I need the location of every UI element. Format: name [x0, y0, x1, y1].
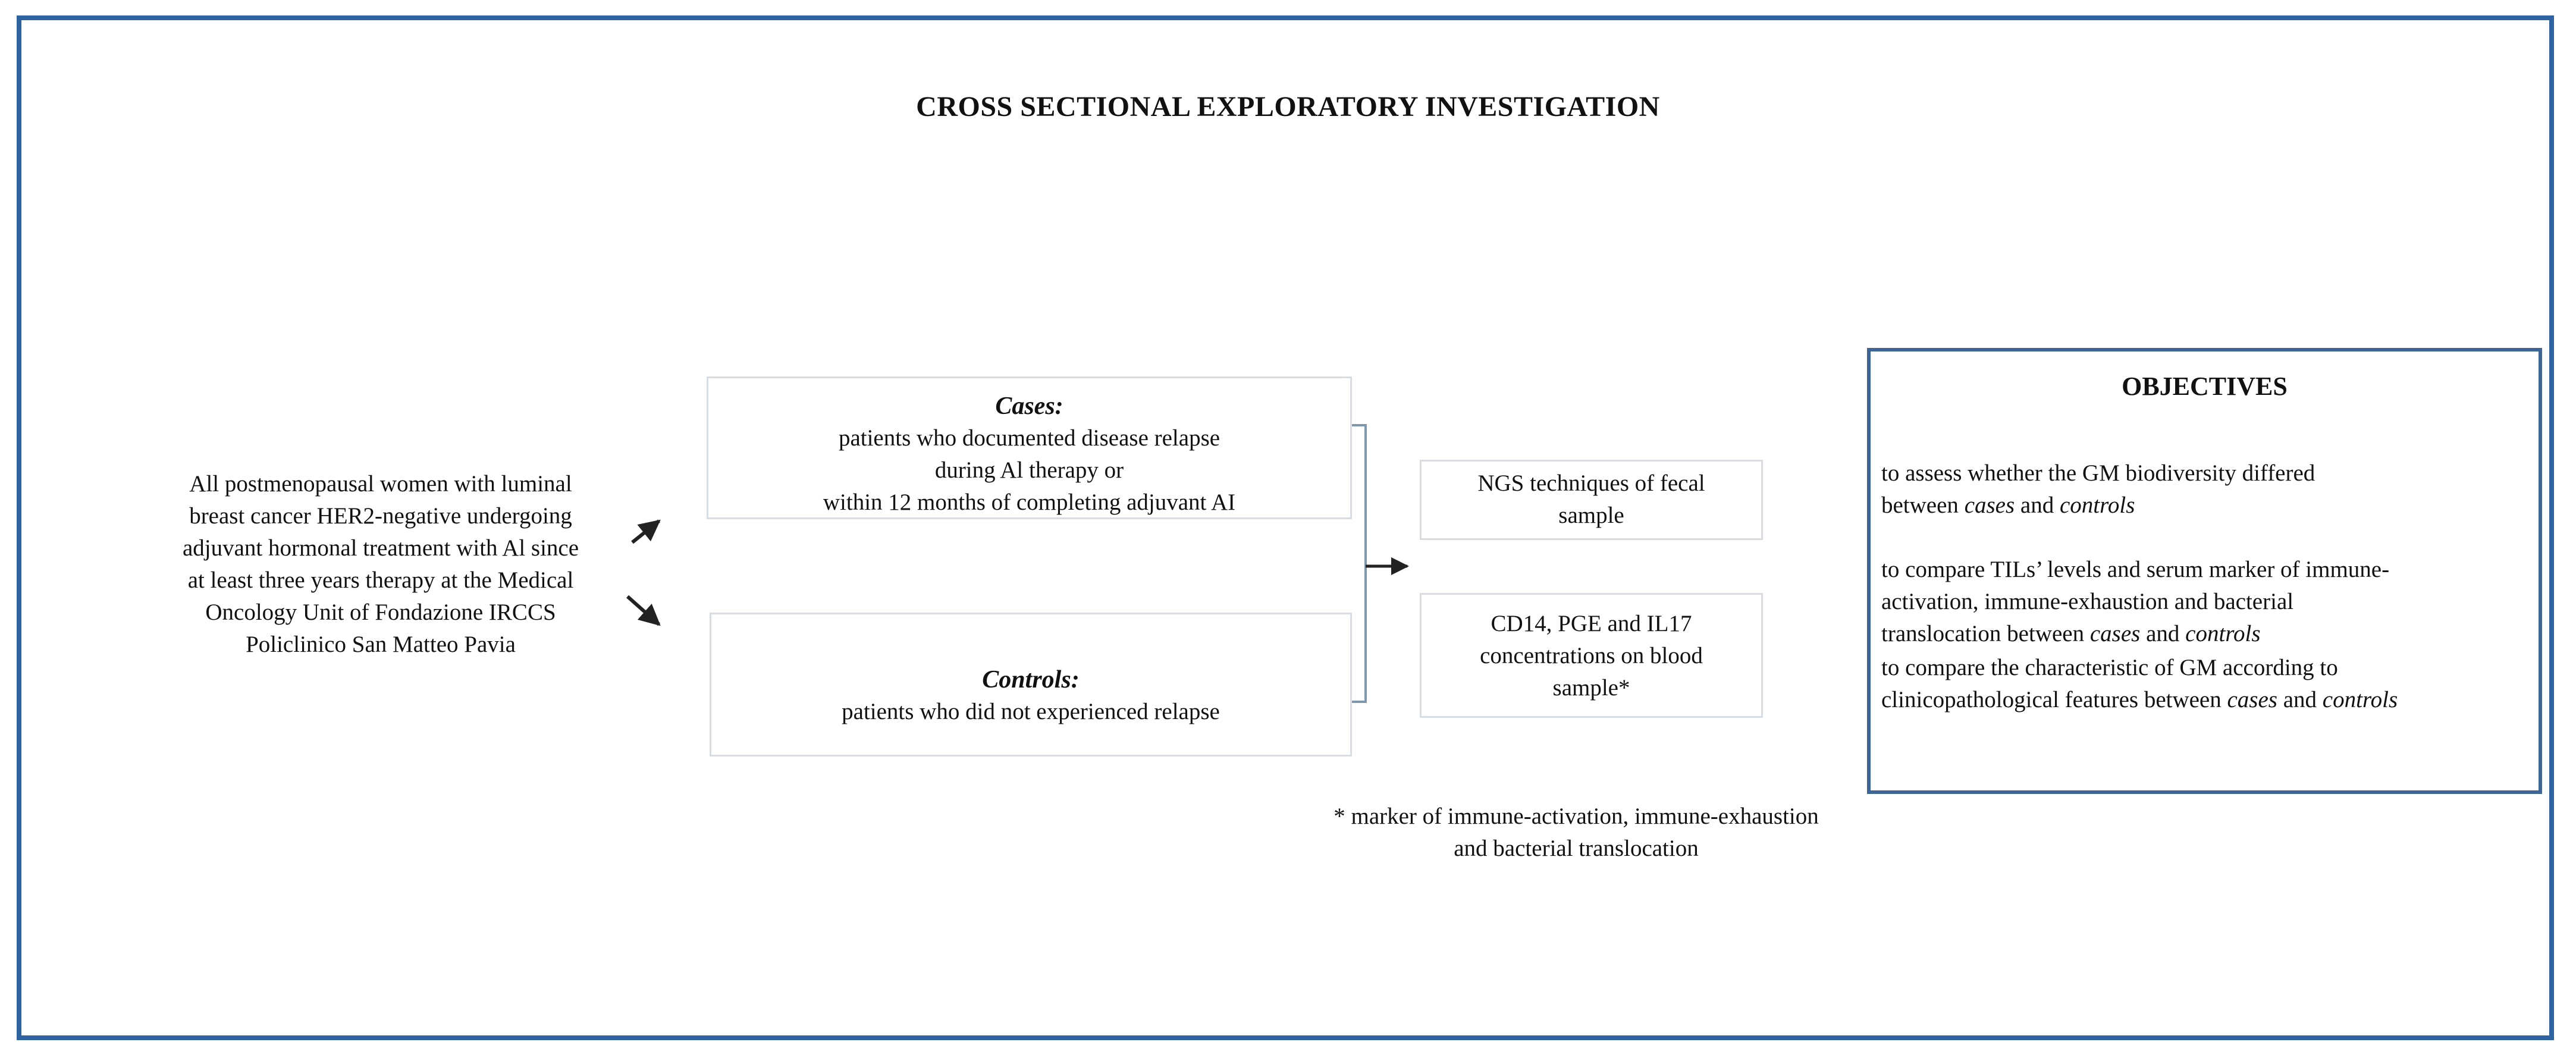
objective-text-part: translocation between: [1881, 621, 2090, 646]
objective-text: activation, immune-exhaustion and bacter…: [1881, 589, 2294, 614]
objective-text-part: and: [2277, 687, 2323, 712]
objective-text: to compare the characteristic of GM acco…: [1881, 655, 2338, 680]
controls-box: Controls: patients who did not experienc…: [710, 613, 1352, 756]
objective-text: clinicopathological features between cas…: [1881, 684, 2530, 716]
blood-markers-line: concentrations on blood: [1480, 643, 1703, 668]
objective-text: to compare TILs’ levels and serum marker…: [1881, 557, 2390, 582]
cases-term: cases: [2089, 621, 2141, 646]
controls-term: controls: [2185, 621, 2261, 646]
cases-term: cases: [2227, 687, 2277, 712]
controls-heading: Controls:: [982, 666, 1080, 693]
cases-term: cases: [1964, 492, 2015, 518]
objective-text: between cases and controls: [1881, 489, 2530, 522]
objective-item: to compare TILs’ levels and serum marker…: [1881, 554, 2530, 650]
footnote-line: * marker of immune-activation, immune-ex…: [1334, 803, 1819, 829]
blood-markers-box: CD14, PGE and IL17 concentrations on blo…: [1420, 593, 1763, 718]
ngs-box: NGS techniques of fecal sample: [1420, 460, 1763, 540]
objective-text-part: and: [2140, 621, 2186, 646]
footnote-line: and bacterial translocation: [1454, 836, 1699, 861]
blood-markers-line: sample*: [1552, 675, 1630, 701]
grouping-bracket: [1352, 424, 1367, 703]
population-line: All postmenopausal women with luminal: [189, 471, 572, 497]
population-line: Policlinico San Matteo Pavia: [246, 632, 516, 657]
objective-text-part: and: [2015, 492, 2060, 518]
diagram-title: CROSS SECTIONAL EXPLORATORY INVESTIGATIO…: [916, 91, 1660, 123]
cases-box: Cases: patients who documented disease r…: [707, 376, 1352, 519]
cases-line: during Al therapy or: [934, 457, 1124, 483]
population-description: All postmenopausal women with luminal br…: [143, 468, 619, 661]
ngs-line: sample: [1558, 503, 1624, 528]
ngs-line: NGS techniques of fecal: [1477, 470, 1705, 496]
objectives-title: OBJECTIVES: [2122, 372, 2288, 401]
population-line: Oncology Unit of Fondazione IRCCS: [205, 599, 556, 625]
arrow-to-controls: [626, 595, 661, 626]
objective-item: to compare the characteristic of GM acco…: [1881, 652, 2530, 716]
arrow-to-cases: [631, 519, 661, 544]
objective-item: to assess whether the GM biodiversity di…: [1881, 457, 2530, 522]
cases-heading: Cases:: [995, 393, 1063, 420]
objective-text: to assess whether the GM biodiversity di…: [1881, 460, 2315, 486]
cases-line: within 12 months of completing adjuvant …: [823, 489, 1236, 515]
diagram-frame: [17, 15, 2554, 1040]
population-line: adjuvant hormonal treatment with Al sinc…: [182, 535, 579, 561]
footnote: * marker of immune-activation, immune-ex…: [1267, 801, 1885, 865]
population-line: breast cancer HER2-negative undergoing: [189, 503, 572, 529]
objective-text-part: clinicopathological features between: [1881, 687, 2227, 712]
controls-term: controls: [2322, 687, 2398, 712]
controls-term: controls: [2059, 492, 2135, 518]
controls-line: patients who did not experienced relapse: [842, 699, 1220, 724]
objective-text-part: between: [1881, 492, 1965, 518]
population-line: at least three years therapy at the Medi…: [187, 567, 574, 593]
cases-line: patients who documented disease relapse: [838, 425, 1220, 451]
blood-markers-line: CD14, PGE and IL17: [1491, 611, 1692, 636]
objectives-box: OBJECTIVES to assess whether the GM biod…: [1867, 348, 2542, 794]
objective-text: translocation between cases and controls: [1881, 618, 2530, 650]
